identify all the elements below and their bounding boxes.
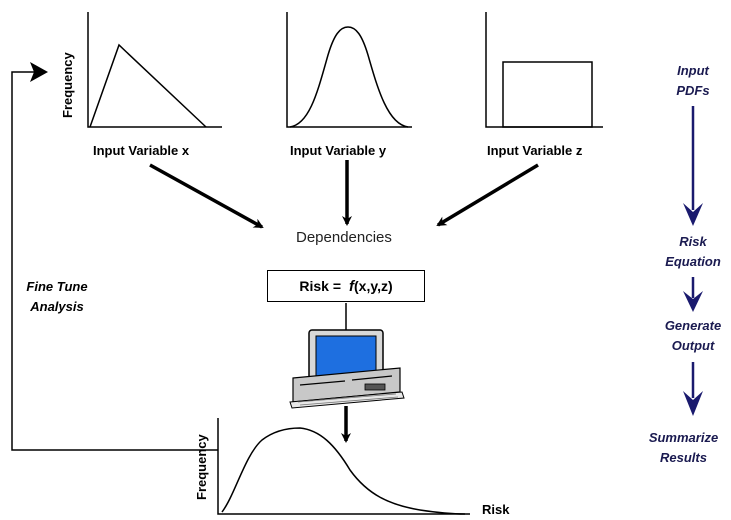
output-frequency-label: Frequency <box>194 434 209 500</box>
pdf-x-axes <box>87 12 222 128</box>
risk-equation-box: Risk = f(x,y,z) <box>267 270 425 302</box>
step-generate-output-line2: Output <box>671 338 715 353</box>
pdf-x-triangle-curve <box>89 43 207 128</box>
dependencies-label: Dependencies <box>296 229 392 246</box>
step-generate-output-line1: Generate <box>664 318 722 333</box>
pdf-y-axes <box>286 12 412 128</box>
input-pdf-y-plot <box>286 12 412 128</box>
output-risk-label: Risk <box>482 502 510 517</box>
step-input-pdfs-line2: PDFs <box>676 83 710 98</box>
fine-tune-analysis-label: Fine Tune Analysis <box>10 277 104 317</box>
input-variable-x-label: Input Variable x <box>93 143 190 158</box>
equation-function-args: (x,y,z) <box>354 277 393 294</box>
input-pdf-z-plot <box>485 12 603 128</box>
step-risk-equation-line1: Risk <box>679 234 707 249</box>
feedback-loop-arrowhead <box>30 62 48 82</box>
input-variable-z-label: Input Variable z <box>487 143 583 158</box>
fine-tune-line1: Fine Tune <box>26 279 88 294</box>
process-step-arrows <box>683 106 703 416</box>
input-variable-y-label: Input Variable y <box>290 143 387 158</box>
step-summarize-results-line2: Results <box>660 450 707 465</box>
equation-function: f(x,y,z) <box>349 278 393 295</box>
step-input-pdfs-line1: Input <box>677 63 709 78</box>
arrow-z-to-dependencies <box>436 163 539 227</box>
step-risk-equation: Risk Equation <box>640 232 731 272</box>
computer-screen <box>315 335 377 377</box>
fine-tune-line2: Analysis <box>30 299 84 314</box>
arrow-x-to-dependencies <box>149 163 264 229</box>
step-risk-equation-line2: Equation <box>665 254 721 269</box>
output-axes <box>217 418 470 515</box>
computer-icon <box>289 329 405 409</box>
equation-function-name: f <box>349 277 354 295</box>
step-summarize-results: Summarize Results <box>636 428 731 468</box>
step-summarize-results-line1: Summarize <box>648 430 719 445</box>
output-pdf-plot <box>217 418 470 515</box>
input-frequency-label: Frequency <box>60 52 75 118</box>
step-generate-output: Generate Output <box>640 316 731 356</box>
pdf-y-normal-curve <box>289 26 409 128</box>
output-skewed-curve <box>221 427 466 515</box>
input-pdf-x-plot <box>87 12 222 128</box>
equation-left: Risk = <box>299 278 341 294</box>
step-input-pdfs: Input PDFs <box>645 61 731 101</box>
pdf-z-uniform-box <box>502 61 593 128</box>
feedback-loop-line <box>11 71 218 451</box>
